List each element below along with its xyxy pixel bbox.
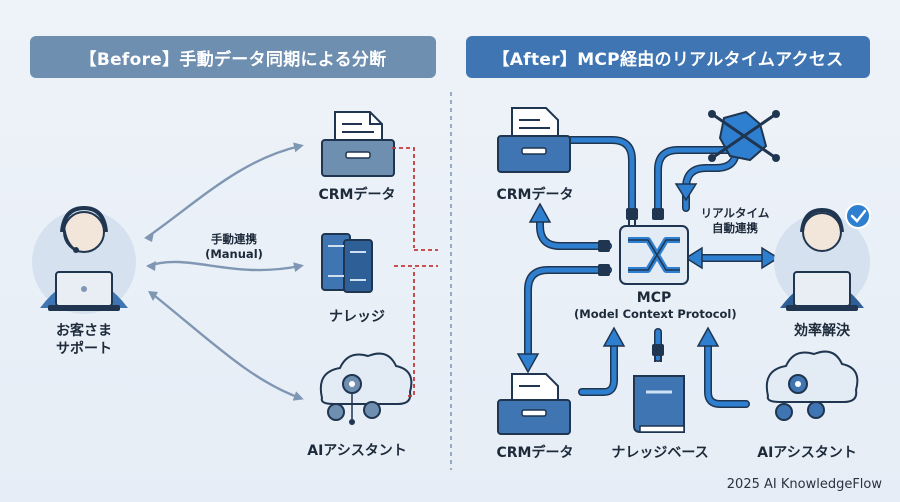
- manual-arrow-ai: [149, 291, 304, 401]
- agent-icon-after: [774, 207, 870, 311]
- crm-icon-before: [321, 111, 395, 177]
- crm-top-label-after: CRMデータ: [496, 187, 574, 203]
- after-header: 【After】MCP経由のリアルタイムアクセス: [466, 36, 870, 78]
- crm-bottom-label-after: CRMデータ: [496, 445, 574, 461]
- ai-label-after: AIアシスタント: [757, 445, 857, 461]
- arrow-from-ai: [696, 326, 720, 347]
- mcp-sub-label: (Model Context Protocol): [574, 307, 737, 321]
- footer-credit: 2025 AI KnowledgeFlow: [726, 477, 882, 492]
- mcp-hub-icon: [619, 225, 689, 285]
- arrow-from-crm-bottom: [602, 326, 626, 347]
- disconnected-dashed-lines: [392, 147, 438, 397]
- arrow-left-realtime: [684, 246, 703, 270]
- agent-label-before: お客さま サポート: [56, 323, 112, 357]
- pipe-fills: [525, 137, 775, 407]
- arrow-to-crm-bottom: [516, 353, 540, 374]
- crm-label-before: CRMデータ: [318, 187, 396, 203]
- ai-cloud-icon-before: [319, 352, 413, 425]
- knowledge-base-label: ナレッジベース: [611, 445, 709, 461]
- arrow-right-realtime: [761, 246, 780, 270]
- agent-icon-before: [32, 205, 136, 314]
- before-header: 【Before】手動データ同期による分断: [30, 36, 436, 78]
- efficiency-label: 効率解決: [794, 323, 850, 339]
- knowledge-books-icon-before: [321, 233, 373, 293]
- network-node-icon: [708, 110, 780, 162]
- manual-label: 手動連携 (Manual): [205, 232, 263, 261]
- knowledge-label-before: ナレッジ: [329, 309, 385, 325]
- ai-cloud-icon-after: [765, 350, 859, 421]
- crm-icon-after-top: [497, 107, 571, 173]
- mcp-label: MCP: [636, 290, 672, 306]
- manual-arrow-crm: [145, 142, 304, 239]
- plug-connectors: [598, 208, 664, 362]
- arrow-to-crm-top: [528, 202, 552, 223]
- ai-label-before: AIアシスタント: [307, 443, 407, 459]
- check-badge-icon: [845, 203, 871, 229]
- crm-icon-after-bottom: [497, 373, 571, 435]
- knowledge-base-book-icon: [633, 375, 685, 433]
- realtime-label: リアルタイム 自動連携: [700, 206, 770, 235]
- manual-arrow-knowledge: [147, 260, 304, 273]
- arrow-to-mcp: [674, 183, 698, 202]
